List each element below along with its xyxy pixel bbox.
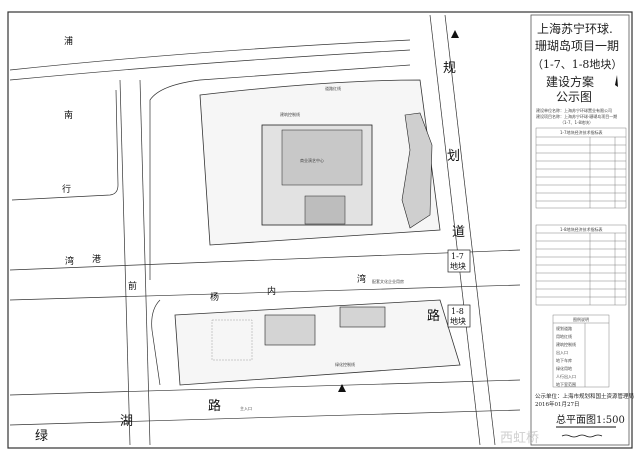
entrance-arrow-icon: [338, 384, 346, 392]
entrance-label: 主入口: [240, 405, 252, 411]
legend-item: 用地红线: [556, 333, 572, 339]
main-building-core: [304, 195, 346, 225]
road-label: 湖: [120, 414, 133, 429]
legend-title: 图例说明: [573, 316, 589, 322]
plot-label: 1-7: [451, 252, 464, 261]
applicant-text: （1-7、1-8地块）: [560, 119, 593, 125]
legend-item: 出入口: [556, 349, 568, 355]
road-label: 规: [443, 61, 456, 76]
road-label: 南: [64, 109, 73, 121]
plot-1-7-box: [447, 249, 471, 273]
title-line: （1-7、1-8地块）: [532, 58, 622, 71]
plot-label: 地块: [450, 261, 466, 271]
legend-item: 规划道路: [556, 325, 572, 331]
road-label: 划: [447, 149, 460, 164]
legend-item: 绿化用地: [556, 365, 572, 371]
road-label: 港: [92, 253, 101, 265]
road-label: 道: [452, 225, 465, 240]
landscape-area: [211, 319, 253, 361]
road-label: 前: [128, 280, 137, 292]
culture-label: 配套文化企业用房: [372, 278, 404, 284]
north-arrow-icon: [451, 30, 459, 38]
applicant-text: 建设项目名称：上海苏宁环球·珊瑚岛项目一期: [536, 113, 617, 119]
east-building: [401, 112, 433, 229]
road-lines: [9, 14, 521, 446]
road-label: 湾: [65, 255, 74, 267]
road-label: 内: [267, 285, 276, 297]
table-title: 1-8地块经济技术指标表: [560, 226, 603, 232]
indicator-table-1: [535, 127, 627, 209]
building-label: 商业演艺中心: [300, 157, 324, 163]
title-line: 建设方案: [546, 74, 594, 89]
applicant-text: 建设单位名称：上海苏宁环球置业有限公司: [536, 107, 612, 113]
road-label: 路: [208, 398, 221, 414]
road-label: 绿: [35, 429, 48, 444]
road-label: 行: [62, 183, 71, 195]
title-block: [530, 14, 630, 446]
north-arrow-icon: [615, 75, 618, 87]
legend-item: 人行出入口: [556, 373, 576, 379]
scale-label: 总平面图1:500: [556, 413, 625, 426]
legend-item: 地下车库: [556, 357, 572, 363]
green-line-label: 绿化控制线: [335, 361, 355, 367]
south-building-b: [339, 306, 386, 328]
legend-table: [552, 314, 610, 388]
redline-label: 道路红线: [325, 85, 341, 91]
plot-1-8-box: [447, 304, 471, 328]
publisher-unit: 公示单位：上海市规划和国土资源管理局: [535, 392, 634, 400]
watermark: 西虹桥: [500, 431, 539, 446]
table-title: 1-7地块经济技术指标表: [560, 129, 603, 135]
plot-label: 地块: [450, 316, 466, 326]
plot-label: 1-8: [451, 307, 464, 316]
main-building-roof: [281, 129, 363, 186]
road-label: 杨: [210, 291, 219, 303]
signature-mark: [561, 434, 603, 438]
title-line: 上海苏宁环球.: [537, 21, 613, 36]
plot-1-8-area: [174, 299, 461, 386]
road-label: 路: [427, 308, 440, 324]
title-line: 公示图: [556, 90, 592, 104]
road-label: 湾: [357, 273, 366, 285]
control-line-label: 建筑控制线: [280, 111, 300, 117]
legend-item: 地下室范围: [556, 381, 576, 387]
title-line: 珊瑚岛项目一期: [535, 38, 619, 53]
indicator-table-2: [535, 224, 627, 306]
legend-item: 建筑控制线: [556, 341, 576, 347]
road-label: 浦: [64, 35, 73, 47]
publish-date: 2016年01月27日: [535, 400, 580, 408]
south-building-a: [264, 314, 316, 346]
